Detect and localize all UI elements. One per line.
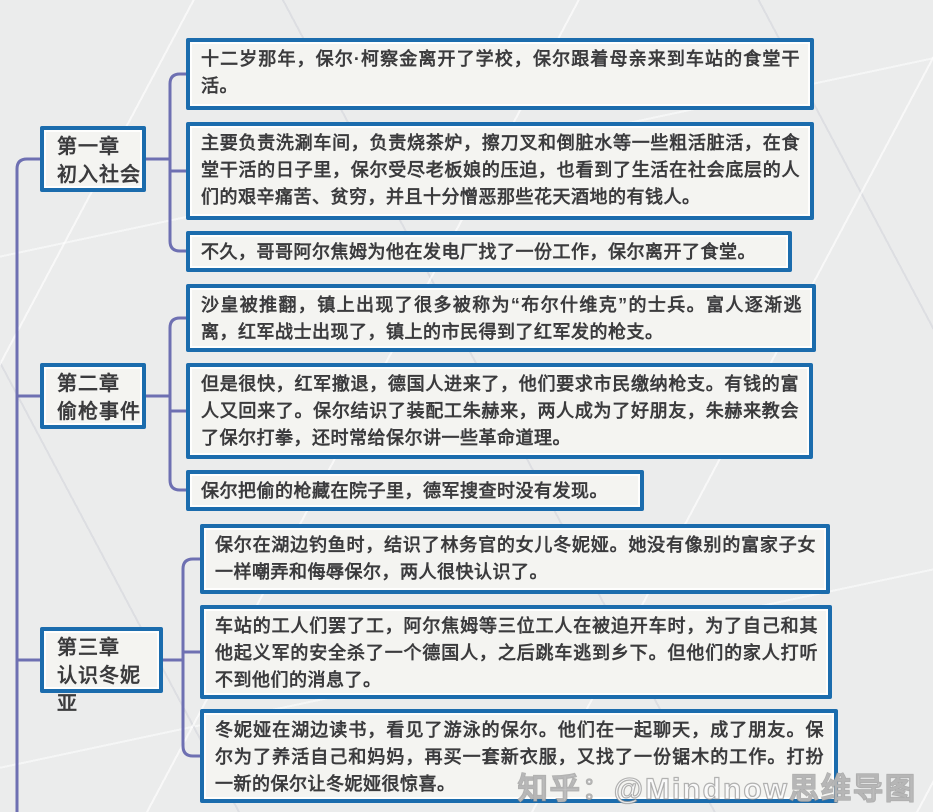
note-node-ch2-2[interactable]: 但是很快，红军撤退，德国人进来了，他们要求市民缴纳枪支。有钱的富人又回来了。保尔… [186,363,813,459]
spine-line [15,157,40,812]
note-node-ch2-1[interactable]: 沙皇被推翻，镇上出现了很多被称为“布尔什维克”的士兵。富人逐渐逃离，红军战士出现… [186,284,816,352]
chapter-node-2[interactable]: 第二章 偷枪事件 [40,363,146,429]
chapter-1-title-line1: 第一章 [57,136,120,158]
chapter-1-title-line2: 初入社会 [57,164,141,186]
chapter-node-1[interactable]: 第一章 初入社会 [40,126,146,192]
note-node-ch1-1[interactable]: 十二岁那年，保尔·柯察金离开了学校，保尔跟着母亲来到车站的食堂干活。 [186,38,814,110]
chapter-node-3[interactable]: 第三章 认识冬妮亚 [40,627,163,715]
chapter-2-title-line1: 第二章 [57,373,120,395]
branch-ch1-bracket [168,72,186,253]
branch-ch3-bracket [181,557,200,758]
branch-ch2-bracket [168,316,186,492]
note-node-ch3-1[interactable]: 保尔在湖边钓鱼时，结识了林务官的女儿冬妮娅。她没有像别的富家子女一样嘲弄和侮辱保… [200,524,830,594]
chapter-3-title-line1: 第三章 [57,637,120,659]
chapter-3-title-line2: 认识冬妮亚 [57,665,141,715]
note-node-ch3-2[interactable]: 车站的工人们罢了工，阿尔焦姆等三位工人在被迫开车时，为了自己和其他起义军的安全杀… [200,605,832,699]
note-node-ch3-3[interactable]: 冬妮娅在湖边读书，看见了游泳的保尔。他们在一起聊天，成了朋友。保尔为了养活自己和… [200,709,838,803]
note-node-ch1-2[interactable]: 主要负责洗涮车间，负责烧茶炉，擦刀叉和倒脏水等一些粗活脏活，在食堂干活的日子里，… [186,122,814,220]
note-node-ch1-3[interactable]: 不久，哥哥阿尔焦姆为他在发电厂找了一份工作，保尔离开了食堂。 [186,231,792,272]
chapter-2-title-line2: 偷枪事件 [57,401,141,423]
note-node-ch2-3[interactable]: 保尔把偷的枪藏在院子里，德军搜查时没有发现。 [186,470,644,511]
